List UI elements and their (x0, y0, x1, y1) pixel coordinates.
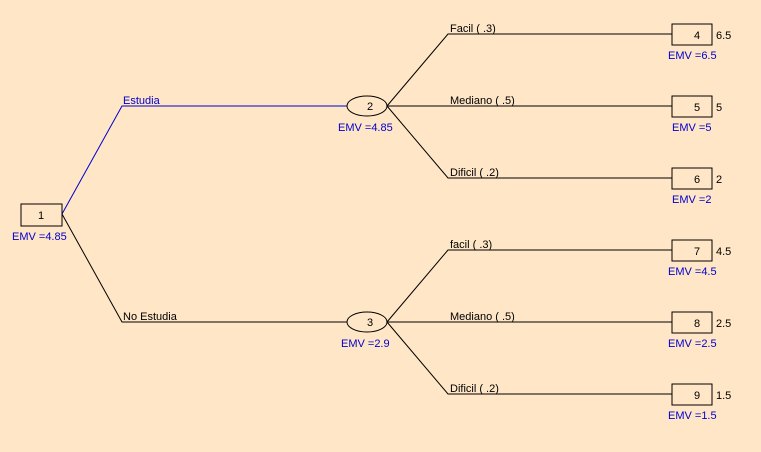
chance-node-3[interactable] (346, 311, 388, 333)
outcome-label-4: Facil ( .3) (450, 23, 496, 35)
chance-node-2-emv: EMV =4.85 (338, 122, 393, 134)
outcome-label-7: facil ( .3) (450, 239, 492, 251)
terminal-node-5-payoff: 5 (716, 102, 722, 114)
chance-node-2-label: 2 (367, 101, 373, 113)
terminal-node-8-label: 8 (694, 318, 700, 330)
terminal-node-6-label: 6 (694, 174, 700, 186)
edge-outcome-6 (386, 105, 672, 179)
terminal-node-8-payoff: 2.5 (716, 318, 731, 330)
terminal-node-8-emv: EMV =2.5 (668, 338, 717, 350)
decision-node-1[interactable] (20, 203, 63, 227)
terminal-node-7-emv: EMV =4.5 (668, 266, 717, 278)
terminal-node-6[interactable] (671, 167, 713, 190)
terminal-node-4-emv: EMV =6.5 (668, 50, 717, 62)
terminal-node-5[interactable] (671, 95, 713, 118)
terminal-node-4-payoff: 6.5 (716, 30, 731, 42)
terminal-node-4-label: 4 (694, 30, 700, 42)
terminal-node-4[interactable] (671, 23, 713, 46)
decision-node-1-emv: EMV =4.85 (12, 231, 67, 243)
terminal-node-5-label: 5 (694, 102, 700, 114)
chance-node-3-label: 3 (367, 317, 373, 329)
outcome-label-6: Dificil ( .2) (450, 167, 499, 179)
outcome-label-8: Mediano ( .5) (450, 311, 515, 323)
edge-outcome-4 (386, 33, 672, 107)
edge-no-estudia (61, 213, 348, 323)
outcome-label-9: Dificil ( .2) (450, 383, 499, 395)
outcome-label-5: Mediano ( .5) (450, 95, 515, 107)
terminal-node-7-payoff: 4.5 (716, 246, 731, 258)
terminal-node-6-payoff: 2 (716, 174, 722, 186)
edge-estudia (61, 105, 348, 215)
branch-label-no-estudia: No Estudia (123, 311, 178, 323)
terminal-node-9-emv: EMV =1.5 (668, 410, 717, 422)
edge-outcome-7 (386, 249, 672, 323)
terminal-node-6-emv: EMV =2 (672, 194, 711, 206)
terminal-node-5-emv: EMV =5 (672, 122, 711, 134)
decision-node-1-label: 1 (38, 210, 44, 222)
terminal-node-9-payoff: 1.5 (716, 390, 731, 402)
chance-node-2[interactable] (346, 95, 388, 117)
terminal-node-9-label: 9 (694, 390, 700, 402)
terminal-node-7[interactable] (671, 239, 713, 262)
terminal-node-8[interactable] (671, 311, 713, 334)
branch-label-estudia: Estudia (123, 95, 161, 107)
terminal-node-7-label: 7 (694, 246, 700, 258)
terminal-node-9[interactable] (671, 383, 713, 406)
edge-outcome-9 (386, 321, 672, 395)
chance-node-3-emv: EMV =2.9 (341, 338, 390, 350)
